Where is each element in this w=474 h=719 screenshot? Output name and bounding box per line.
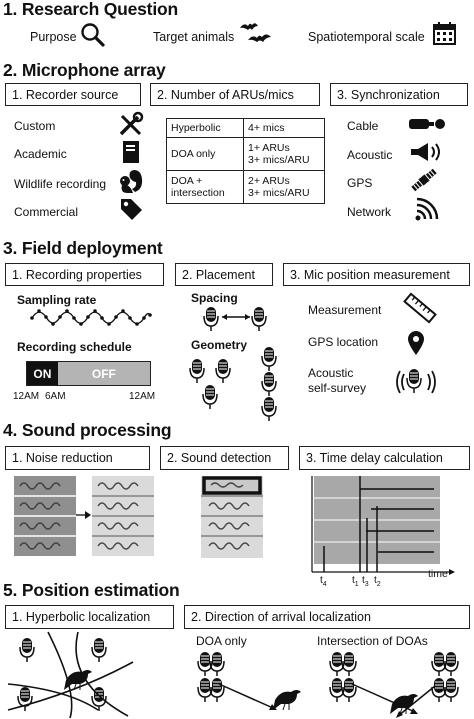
spacing-diagram [203,306,267,332]
section-4-title: 4. Sound processing [3,420,172,440]
map-pin-icon [408,331,424,355]
hyperbolic-diagram [7,631,134,719]
doa-only-diagram [197,651,301,711]
placement-box: 2. Placement [175,263,273,286]
table-row: DOA only 1+ ARUs 3+ mics/ARU [166,137,325,171]
table-cell: 2+ ARUs 3+ mics/ARU [243,170,325,204]
noisy-spectrogram [14,476,76,556]
spacing-label: Spacing [191,291,238,305]
aru-table: Hyperbolic 4+ mics DOA only 1+ ARUs 3+ m… [166,118,325,204]
satellite-icon [411,168,437,192]
doa-only-label: DOA only [196,634,247,648]
target-animals-label: Target animals [153,30,235,44]
table-cell: Hyperbolic [166,118,244,138]
sync-cable: Cable [347,119,379,133]
hyperbolic-box: 1. Hyperbolic localization [5,605,174,629]
wifi-icon [415,197,439,221]
time-axis-label: time [428,568,448,580]
sampling-waveform [30,309,152,326]
magnifier-icon [81,23,105,47]
table-row: DOA + intersection 2+ ARUs 3+ mics/ARU [166,170,325,204]
microphone-sound-icon [396,368,436,394]
arrow-right-icon [76,511,91,519]
schedule-on-label: ON [33,366,52,381]
calendar-icon [433,22,456,45]
schedule-tick: 12AM [129,391,156,402]
clean-spectrogram [92,476,154,556]
geometry-label: Geometry [191,338,248,352]
ruler-icon [403,292,437,324]
noise-reduction-box: 1. Noise reduction [5,446,150,470]
sound-detection-box: 2. Sound detection [160,446,289,470]
doa-intersection-diagram [329,651,459,718]
table-cell: 1+ ARUs 3+ mics/ARU [243,137,325,171]
bird-icon [273,690,301,711]
number-arus-box: 2. Number of ARUs/mics [150,83,320,106]
spatiotemporal-label: Spatiotemporal scale [308,30,425,44]
time-label-t1: t1 [352,575,359,588]
doa-intersection-label: Intersection of DOAs [317,634,428,648]
bird-icon [64,670,92,691]
measure-measurement: Measurement [308,303,382,317]
mic-position-box: 3. Mic position measurement [283,263,470,286]
time-label-t: t [362,575,365,586]
section-2-title: 2. Microphone array [3,60,166,80]
price-tag-icon [121,199,142,220]
time-label-sub: 4 [322,581,327,588]
table-cell: 4+ mics [243,118,325,138]
time-label-t: t [352,575,355,586]
book-icon [123,141,139,163]
time-label-t3: t3 [362,575,369,588]
time-label-sub: 1 [354,581,359,588]
schedule-tick: 12AM [13,391,40,402]
purpose-label: Purpose [30,30,77,44]
section-5-title: 5. Position estimation [3,580,180,600]
megaphone-icon [411,143,440,161]
sync-acoustic: Acoustic [347,148,393,162]
source-wildlife: Wildlife recording [14,177,107,191]
time-label-t4: t4 [320,575,327,588]
squirrel-icon [120,170,143,193]
geometry-diagram [189,346,277,422]
time-label-sub: 2 [376,581,381,588]
table-row: Hyperbolic 4+ mics [166,118,325,138]
schedule-on-segment: ON [27,362,58,385]
detection-spectrogram [201,476,263,558]
time-label-sub: 3 [364,581,369,588]
source-custom: Custom [14,119,56,133]
synchronization-box: 3. Synchronization [330,83,468,106]
time-delay-box: 3. Time delay calculation [299,446,470,470]
tools-icon [119,111,144,136]
schedule-tick: 6AM [45,391,66,402]
bird-icon [390,694,418,715]
doa-box: 2. Direction of arrival localization [184,605,470,629]
section-1-title: 1. Research Question [3,0,178,19]
schedule-off-label: OFF [91,366,116,381]
recording-schedule-label: Recording schedule [17,340,132,354]
source-academic: Academic [14,147,67,161]
table-cell: DOA + intersection [166,170,244,204]
section-3-title: 3. Field deployment [3,238,163,258]
measure-acoustic: Acoustic self-survey [308,366,367,395]
measure-gps: GPS location [308,335,379,349]
cable-plug-icon [409,119,445,129]
recording-properties-box: 1. Recording properties [5,263,164,286]
time-label-t: t [374,575,377,586]
time-delay-axes [311,476,455,575]
schedule-off-segment: OFF [58,362,150,385]
time-label-t: t [320,575,323,586]
time-label-t2: t2 [374,575,381,588]
recorder-source-box: 1. Recorder source [5,83,141,106]
schedule-bar: ON OFF [26,361,151,386]
source-commercial: Commercial [14,205,79,219]
sync-network: Network [347,205,392,219]
sync-gps: GPS [347,176,373,190]
table-cell: DOA only [166,137,244,171]
sampling-rate-label: Sampling rate [17,293,97,307]
bats-icon [240,23,271,42]
